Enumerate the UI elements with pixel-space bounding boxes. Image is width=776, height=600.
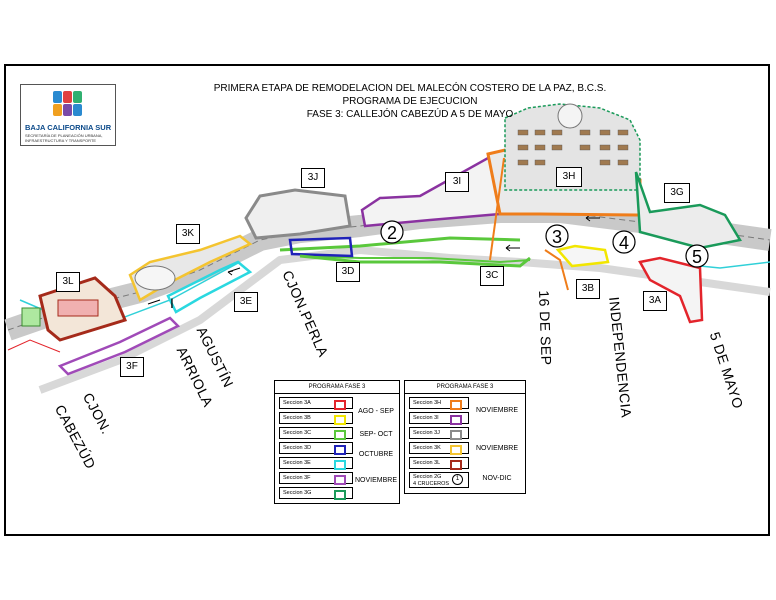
legend-row-3d: Seccion 3D [279,442,353,455]
legend-header: PROGRAMA FASE 3 [275,381,399,394]
section-tag-3l: 3L [56,272,80,292]
title-line2: PROGRAMA DE EJECUCION [342,96,478,107]
government-logo: BAJA CALIFORNIA SUR SECRETARÍA DE PLANEA… [20,84,116,146]
logo-subtitle: SECRETARÍA DE PLANEACIÓN URBANA, INFRAES… [25,133,103,143]
legend-row-3l: Seccion 3L [409,457,469,470]
legend-period-noviembre-b: NOVIEMBRE [475,445,518,452]
title-line3: FASE 3: CALLEJÓN CABEZÚD A 5 DE MAYO [306,109,514,120]
legend-row-3i: Seccion 3I [409,412,469,425]
crossing-3: 3 [545,224,569,248]
legend-period-noviembre: NOVIEMBRE [355,477,398,484]
legend-period-nov-dic: NOV-DIC [482,475,512,482]
legend-row-3f: Seccion 3F [279,472,353,485]
crossing-5: 5 [685,244,709,268]
svg-text:5: 5 [692,247,702,267]
svg-text:2: 2 [387,223,397,243]
legend-row-cruceros: Seccion 2G 4 CRUCEROS 1 [409,472,469,488]
legend-period-noviembre-a: NOVIEMBRE [475,407,518,414]
svg-text:3: 3 [552,227,562,247]
legend-period-sep-oct: SEP- OCT [359,431,393,438]
legend-row-3j: Seccion 3J [409,427,469,440]
section-tag-3k: 3K [176,224,200,244]
crossings: 2 3 4 5 [380,220,709,268]
section-tag-3h: 3H [556,167,582,187]
section-tag-3i: 3I [445,172,469,192]
section-tag-3d: 3D [336,262,360,282]
logo-state-name: BAJA CALIFORNIA SUR [25,123,112,132]
section-outlines [7,103,742,376]
logo-emblem-icon [53,91,82,116]
title-line1: PRIMERA ETAPA DE REMODELACION DEL MALECÓ… [213,83,607,94]
section-tag-3j: 3J [301,168,325,188]
legend-row-3b: Seccion 3B [279,412,353,425]
legend-fase3-right: PROGRAMA FASE 3 Seccion 3H Seccion 3I Se… [404,380,526,494]
legend-row-3g: Seccion 3G [279,487,353,500]
legend-fase3-left: PROGRAMA FASE 3 Seccion 3A Seccion 3B Se… [274,380,400,504]
legend-row-3c: Seccion 3C [279,427,353,440]
legend-period-ago-sep: AGO - SEP [358,408,394,415]
street-label-16-sep: 16 DE SEP [536,290,555,366]
legend-row-3e: Seccion 3E [279,457,353,470]
crossing-number-icon: 1 [452,474,463,485]
svg-text:4: 4 [619,233,629,253]
section-marker-i: I [170,295,174,311]
legend-row-3h: Seccion 3H [409,397,469,410]
legend-row-3a: Seccion 3A [279,397,353,410]
legend-row-3k: Seccion 3K [409,442,469,455]
section-tag-3g: 3G [664,183,690,203]
legend-header: PROGRAMA FASE 3 [405,381,525,394]
section-tag-3a: 3A [643,291,667,311]
section-tag-3f: 3F [120,357,144,377]
section-tag-3b: 3B [576,279,600,299]
legend-period-octubre: OCTUBRE [358,451,394,458]
crossing-2: 2 [380,220,404,244]
section-tag-3c: 3C [480,266,504,286]
crossing-4: 4 [612,230,636,254]
section-tag-3e: 3E [234,292,258,312]
